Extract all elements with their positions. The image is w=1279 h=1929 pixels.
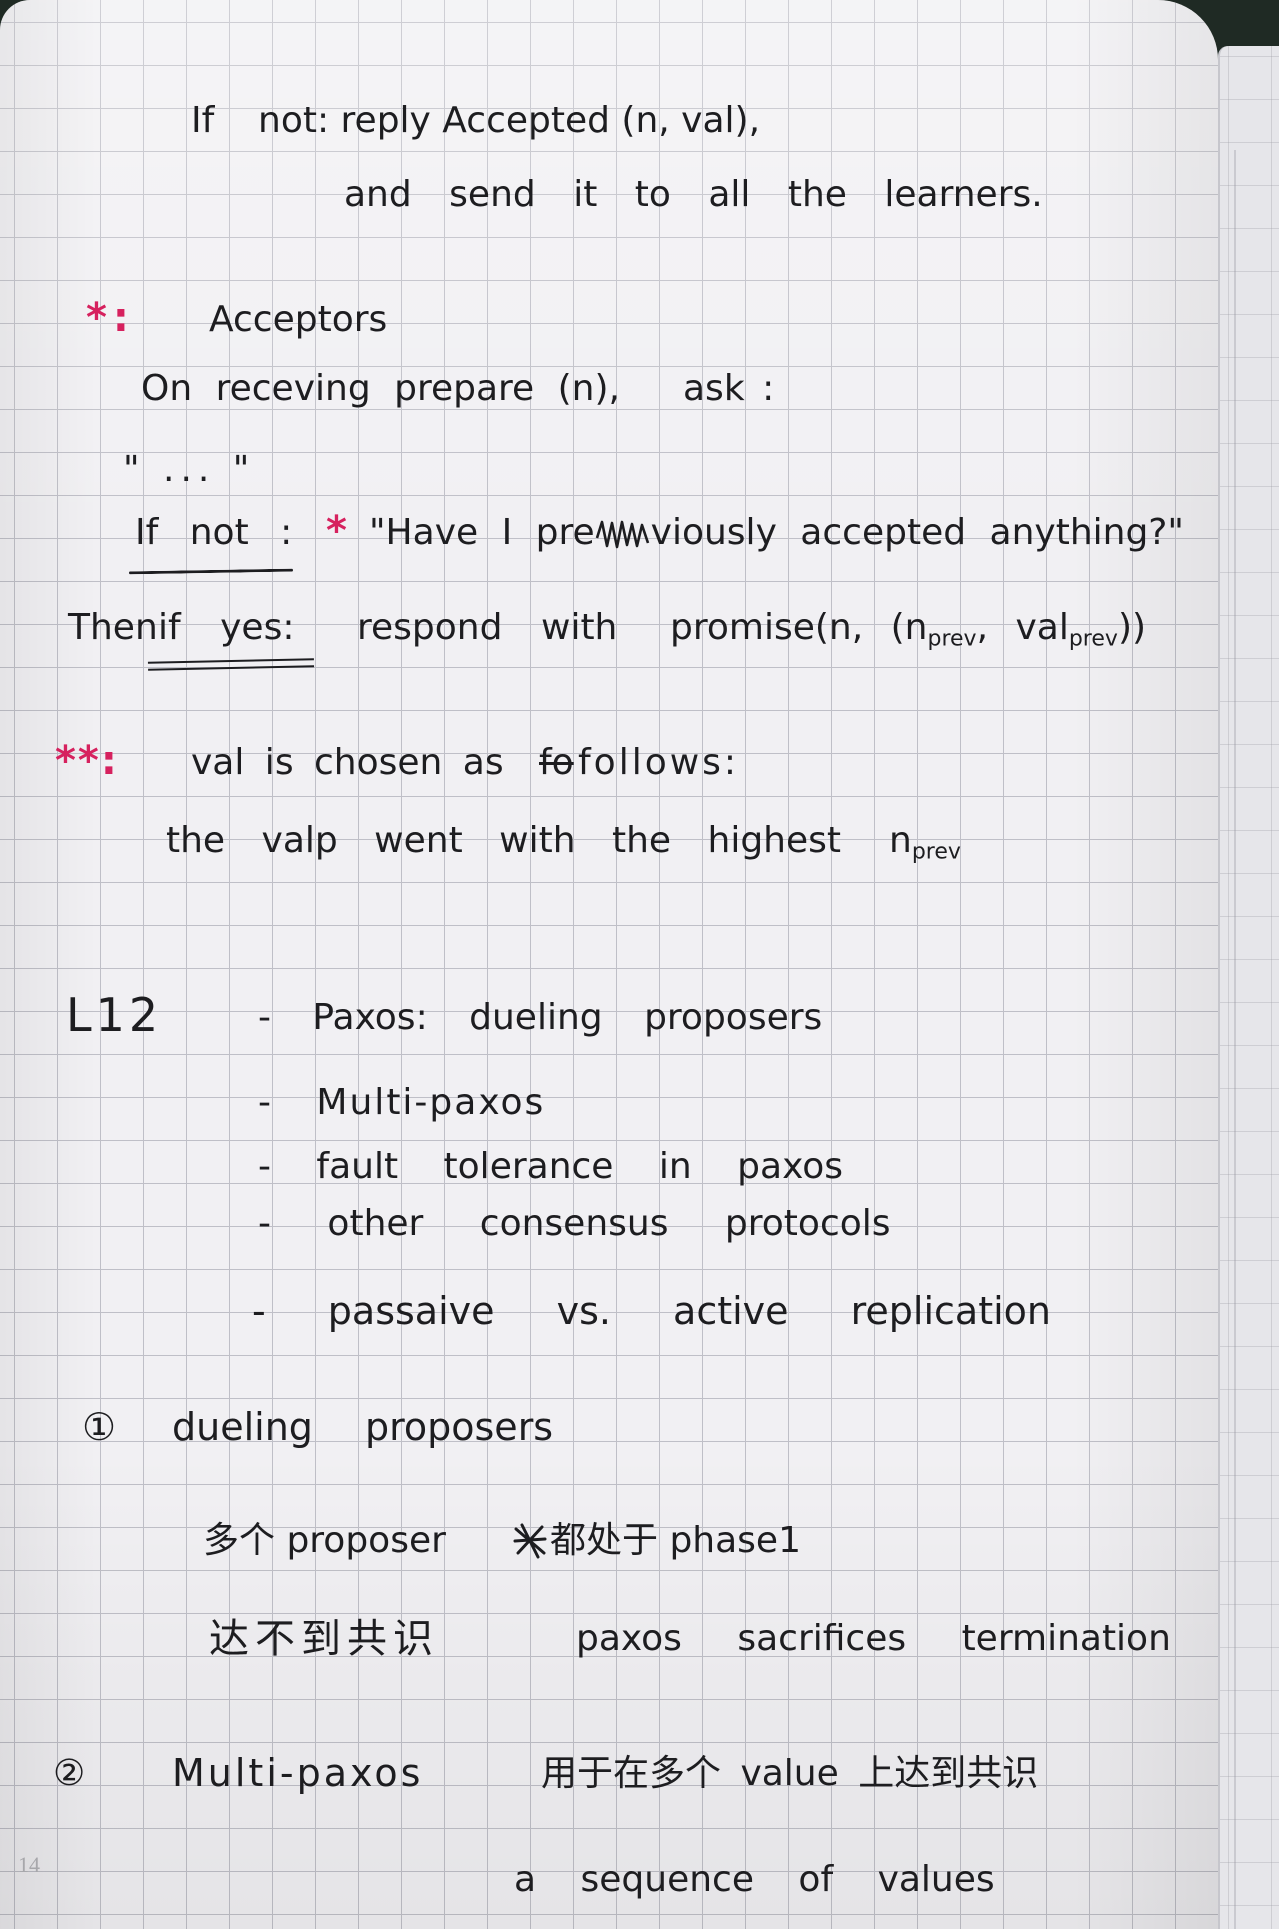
acceptors-heading: Acceptors: [209, 299, 388, 340]
if-yes-underline: [147, 658, 315, 671]
subscript-prev: prev: [1068, 626, 1118, 652]
section-title: dueling proposers: [172, 1405, 554, 1449]
if-word: If: [191, 100, 215, 141]
page-stack-line: [1234, 150, 1236, 1929]
adjacent-page-edge: [1218, 46, 1279, 1929]
promise-expression: promise(n, (nprev, valprev)): [670, 610, 1146, 651]
section-line-start: 达不到共识: [209, 1616, 439, 1662]
topic-item: - Multi-paxos: [258, 1082, 546, 1123]
topic-item: - passaive vs. active replication: [252, 1289, 1051, 1333]
section-line-end: paxos sacrifices termination: [576, 1618, 1171, 1659]
topic-item: - fault tolerance in paxos: [258, 1146, 844, 1187]
page-number: 14: [18, 1852, 40, 1877]
section-number: ②: [53, 1753, 86, 1794]
section-line-end: 都处于 phase1: [550, 1520, 801, 1561]
with-word: with: [541, 607, 618, 648]
crossed-out-scribble: [513, 1523, 547, 1559]
promise-close: )): [1117, 607, 1147, 648]
if-yes-label: if yes:: [158, 607, 295, 648]
val-chosen-text: val is chosen as: [191, 742, 504, 783]
crossed-out-scribble: [595, 520, 649, 549]
highest-rule-text: the valp went with the highest: [166, 820, 842, 861]
notebook-page: If not: reply Accepted (n, val), and sen…: [0, 0, 1218, 1929]
nprev-term: nprev: [889, 823, 961, 864]
subscript-prev: prev: [927, 626, 977, 652]
promise-middle: , val: [976, 607, 1069, 648]
topic-item: - Paxos: dueling proposers: [258, 997, 823, 1038]
question-marker: *: [326, 508, 347, 554]
struck-out-text: fo: [539, 742, 574, 783]
section-number: ①: [82, 1405, 117, 1449]
value-choice-marker: **:: [55, 738, 119, 784]
scribble-stroke: [513, 1523, 547, 1559]
if-not-underline: [128, 568, 294, 575]
then-word: Then: [68, 607, 158, 648]
question-start: "Have I pre: [369, 512, 595, 553]
question-end: viously accepted anything?": [650, 512, 1184, 553]
follows-text: follows:: [578, 742, 740, 783]
ask-text: ask :: [683, 368, 775, 409]
previously-accepted-question: "Have I pre viously accepted anything?": [369, 515, 1184, 552]
subscript-prev: prev: [911, 839, 961, 865]
section-title: Multi-paxos: [172, 1751, 424, 1795]
reply-accepted-text: not: reply Accepted (n, val),: [258, 100, 761, 141]
topic-item: - other consensus protocols: [258, 1203, 891, 1244]
respond-word: respond: [357, 607, 503, 648]
scribble-stroke: [595, 520, 649, 549]
section-line-start: 多个 proposer: [203, 1520, 446, 1561]
send-to-learners-text: and send it to all the learners.: [344, 174, 1043, 215]
section-description: 用于在多个 value 上达到共识: [541, 1753, 1039, 1794]
on-receiving-text: On receving prepare (n),: [141, 368, 620, 409]
nprev-n: n: [889, 820, 912, 861]
quote-placeholder: " ... ": [123, 449, 256, 490]
acceptors-marker: *:: [86, 295, 135, 341]
promise-open: promise(n, (n: [670, 607, 928, 648]
if-not-label: If not :: [135, 512, 293, 553]
lecture-label: L12: [66, 988, 163, 1042]
section-detail: a sequence of values: [514, 1859, 995, 1900]
